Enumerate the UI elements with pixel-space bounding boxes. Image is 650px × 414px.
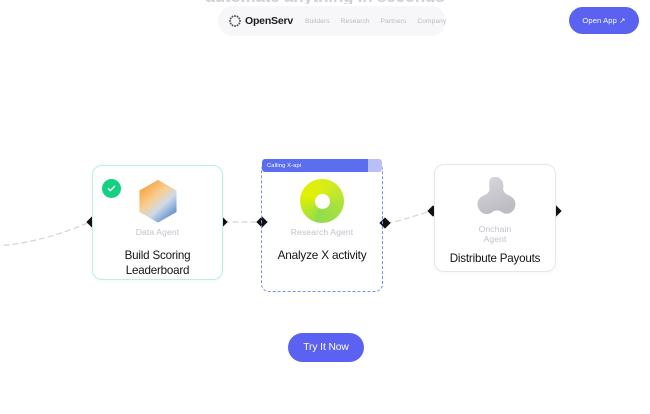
card-title: Distribute Payouts xyxy=(449,251,541,265)
donut-ring-icon xyxy=(300,179,344,223)
nav-link-company[interactable]: Company xyxy=(417,17,447,25)
agent-label: Data Agent xyxy=(135,227,180,238)
card-title: Analyze X activity xyxy=(277,247,367,262)
nav-links: Builders Research Partners Company xyxy=(305,18,446,25)
brand[interactable]: OpenServ xyxy=(228,15,293,28)
nav-link-research[interactable]: Research xyxy=(340,17,370,25)
flow-card-research-agent[interactable]: Research Agent Analyze X activity xyxy=(261,162,383,292)
progress-bar: Calling X-api xyxy=(262,159,382,172)
open-app-button[interactable]: Open App ↗ xyxy=(569,7,639,34)
agent-label: Research Agent xyxy=(290,227,354,237)
hexagon-gradient-icon xyxy=(138,179,177,223)
try-it-now-button[interactable]: Try It Now xyxy=(288,333,364,362)
flow-card-data-agent[interactable]: Data Agent Build Scoring Leaderboard xyxy=(92,165,223,280)
card-title: Build Scoring Leaderboard xyxy=(124,249,191,278)
nav-link-builders[interactable]: Builders xyxy=(305,17,330,25)
progress-bar-label: Calling X-api xyxy=(267,162,302,169)
sunburst-logo-icon xyxy=(228,15,241,28)
blob-trefoil-icon xyxy=(477,176,516,215)
nav-link-partners[interactable]: Partners xyxy=(380,17,407,25)
progress-bar-fill: Calling X-api xyxy=(262,159,368,172)
check-circle-icon xyxy=(102,179,121,198)
page-headline: automate anything in seconds xyxy=(0,0,650,4)
donut-hole xyxy=(314,193,330,209)
navbar: OpenServ Builders Research Partners Comp… xyxy=(218,6,446,36)
brand-name: OpenServ xyxy=(245,15,294,27)
